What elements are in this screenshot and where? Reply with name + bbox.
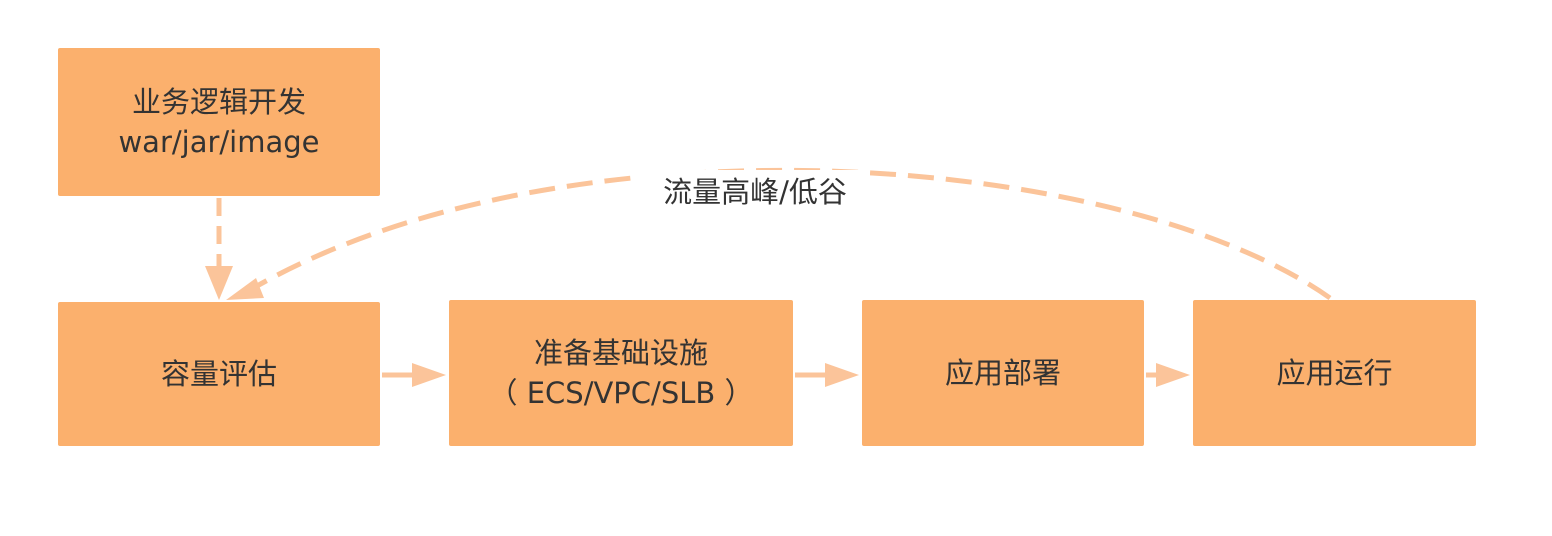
infra-to-deploy-arrowhead [825,363,859,387]
feedback-arc-arrowhead [226,278,264,300]
assess-to-infra-arrowhead [412,363,446,387]
node-app-deploy: 应用部署 [862,300,1144,446]
feedback-arc [248,167,1332,301]
deploy-to-run-arrowhead [1156,363,1190,387]
dev-to-assess-arrowhead [205,266,233,300]
node-assess-title: 容量评估 [160,357,277,391]
node-run-title: 应用运行 [1276,356,1393,390]
node-infra-title: 准备基础设施 [533,336,708,370]
node-app-run: 应用运行 [1193,300,1476,446]
node-capacity-assessment: 容量评估 [58,302,380,446]
node-infra-subtitle: （ ECS/VPC/SLB ） [488,376,754,410]
feedback-label: 流量高峰/低谷 [640,170,870,214]
node-business-logic-dev: 业务逻辑开发 war/jar/image [58,48,380,196]
node-dev-title: 业务逻辑开发 [131,85,306,119]
node-dev-subtitle: war/jar/image [118,125,320,159]
node-prepare-infrastructure: 准备基础设施 （ ECS/VPC/SLB ） [449,300,793,446]
node-deploy-title: 应用部署 [944,356,1061,390]
